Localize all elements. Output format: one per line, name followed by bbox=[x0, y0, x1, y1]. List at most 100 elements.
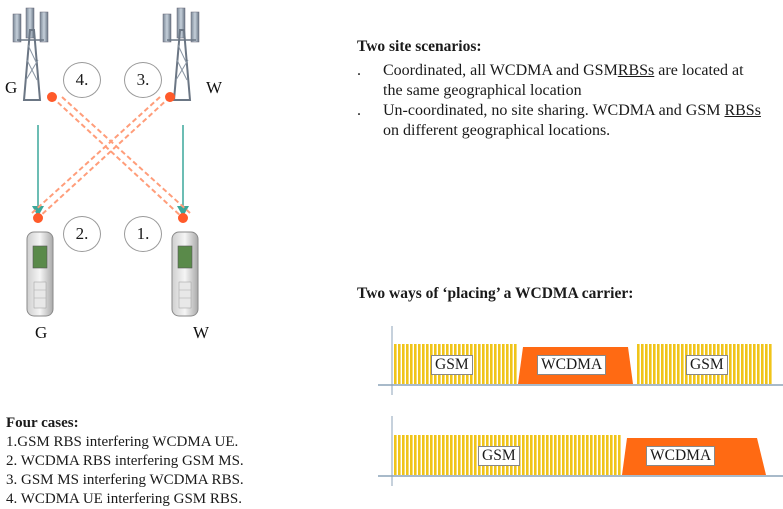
gsm-carrier-bar bbox=[542, 435, 545, 475]
scenario-item: . Coordinated, all WCDMA and GSMRBSs are… bbox=[357, 62, 744, 99]
gsm-carrier-bar bbox=[478, 344, 481, 384]
gsm-carrier-bar bbox=[737, 344, 740, 384]
gsm-carrier-bar bbox=[733, 344, 736, 384]
gsm-carrier-bar bbox=[618, 435, 621, 475]
gsm-carrier-bar bbox=[458, 435, 461, 475]
gsm-carrier-bar bbox=[653, 344, 656, 384]
gsm-tower-icon bbox=[12, 7, 49, 101]
gsm-carrier-bar bbox=[765, 344, 768, 384]
row2-gsm-label: GSM bbox=[478, 446, 520, 466]
gsm-carrier-bar bbox=[665, 344, 668, 384]
gsm-carrier-bar bbox=[486, 344, 489, 384]
gsm-carrier-bar bbox=[394, 344, 397, 384]
gsm-carrier-bar bbox=[562, 435, 565, 475]
scenarios-list: . Coordinated, all WCDMA and GSMRBSs are… bbox=[357, 61, 767, 141]
scenarios-heading: Two site scenarios: bbox=[357, 38, 482, 55]
rbs-link[interactable]: RBSs bbox=[617, 62, 655, 79]
gsm-phone-icon bbox=[26, 231, 54, 317]
gsm-carrier-bar bbox=[749, 344, 752, 384]
gsm-carrier-bar bbox=[590, 435, 593, 475]
case-item: 2. WCDMA RBS interfering GSM MS. bbox=[6, 453, 244, 469]
gsm-carrier-bar bbox=[490, 344, 493, 384]
gsm-carrier-bar bbox=[641, 344, 644, 384]
gsm-carrier-bar bbox=[402, 435, 405, 475]
gsm-carrier-bar bbox=[566, 435, 569, 475]
gsm-carrier-bar bbox=[474, 344, 477, 384]
gsm-carrier-bar bbox=[534, 435, 537, 475]
wcdma-tower-icon bbox=[162, 7, 200, 101]
case-item: 3. GSM MS interfering WCDMA RBS. bbox=[6, 472, 244, 488]
carrier-heading: Two ways of ‘placing’ a WCDMA carrier: bbox=[357, 285, 634, 302]
gsm-carrier-bar bbox=[645, 344, 648, 384]
case-1-marker: 1. bbox=[124, 216, 162, 252]
gsm-carrier-bar bbox=[669, 344, 672, 384]
gsm-carrier-bar bbox=[657, 344, 660, 384]
gsm-carrier-bar bbox=[414, 344, 417, 384]
row1-gsm-label-right: GSM bbox=[686, 355, 728, 375]
gsm-carrier-bar bbox=[450, 435, 453, 475]
gsm-carrier-bar bbox=[550, 435, 553, 475]
gsm-carrier-bar bbox=[462, 435, 465, 475]
gsm-carrier-bar bbox=[398, 435, 401, 475]
gsm-carrier-bar bbox=[598, 435, 601, 475]
gsm-carrier-bar bbox=[610, 435, 613, 475]
row1-gsm-label-left: GSM bbox=[431, 355, 473, 375]
gsm-carrier-bar bbox=[510, 344, 513, 384]
case-3-marker: 3. bbox=[124, 62, 162, 98]
gsm-carrier-bar bbox=[546, 435, 549, 475]
gsm-carrier-bar bbox=[466, 435, 469, 475]
gsm-carrier-bar bbox=[769, 344, 772, 384]
gsm-carrier-bar bbox=[426, 344, 429, 384]
gsm-carrier-bar bbox=[454, 435, 457, 475]
gsm-carrier-bar bbox=[602, 435, 605, 475]
gsm-carrier-bar bbox=[614, 435, 617, 475]
gsm-carrier-bar bbox=[594, 435, 597, 475]
gsm-carrier-bar bbox=[522, 435, 525, 475]
case-2-marker: 2. bbox=[63, 216, 101, 252]
gsm-carrier-bar bbox=[741, 344, 744, 384]
gsm-carrier-bar bbox=[570, 435, 573, 475]
gsm-carrier-bar bbox=[757, 344, 760, 384]
gsm-carrier-bar bbox=[410, 344, 413, 384]
top-left-station-label: G bbox=[5, 78, 18, 97]
gsm-carrier-bar bbox=[606, 435, 609, 475]
gsm-carrier-bar bbox=[402, 344, 405, 384]
gsm-carrier-bar bbox=[582, 435, 585, 475]
gsm-carrier-bar bbox=[422, 344, 425, 384]
gsm-carrier-bar bbox=[442, 435, 445, 475]
gsm-carrier-bar bbox=[474, 435, 477, 475]
gsm-carrier-bar bbox=[398, 344, 401, 384]
gsm-carrier-bar bbox=[446, 435, 449, 475]
row1-wcdma-label: WCDMA bbox=[537, 355, 607, 375]
gsm-carrier-bar bbox=[422, 435, 425, 475]
bottom-right-station-label: W bbox=[193, 323, 210, 342]
gsm-carrier-bar bbox=[729, 344, 732, 384]
gsm-carrier-bar bbox=[502, 344, 505, 384]
gsm-carrier-bar bbox=[673, 344, 676, 384]
gsm-carrier-bar bbox=[578, 435, 581, 475]
gsm-carrier-bar bbox=[406, 435, 409, 475]
gsm-carrier-bar bbox=[526, 435, 529, 475]
rbs-link[interactable]: RBSs bbox=[724, 102, 761, 119]
gsm-carrier-bar bbox=[637, 344, 640, 384]
gsm-carrier-bar bbox=[438, 435, 441, 475]
cases-title: Four cases: bbox=[6, 415, 79, 431]
gsm-carrier-bar bbox=[494, 344, 497, 384]
gsm-carrier-bar bbox=[406, 344, 409, 384]
gsm-carrier-bar bbox=[482, 344, 485, 384]
case-item: 1.GSM RBS interfering WCDMA UE. bbox=[6, 434, 239, 450]
interference-arrows bbox=[31, 92, 191, 223]
top-right-station-label: W bbox=[206, 78, 223, 97]
gsm-carrier-bar bbox=[410, 435, 413, 475]
gsm-carrier-bar bbox=[649, 344, 652, 384]
gsm-carrier-bar bbox=[498, 344, 501, 384]
gsm-carrier-bar bbox=[394, 435, 397, 475]
gsm-carrier-bar bbox=[538, 435, 541, 475]
gsm-carrier-bar bbox=[506, 344, 509, 384]
gsm-carrier-bar bbox=[745, 344, 748, 384]
gsm-carrier-bar bbox=[430, 435, 433, 475]
gsm-carrier-bar bbox=[586, 435, 589, 475]
gsm-carrier-bar bbox=[554, 435, 557, 475]
wcdma-phone-icon bbox=[171, 231, 199, 317]
bottom-left-station-label: G bbox=[35, 323, 48, 342]
